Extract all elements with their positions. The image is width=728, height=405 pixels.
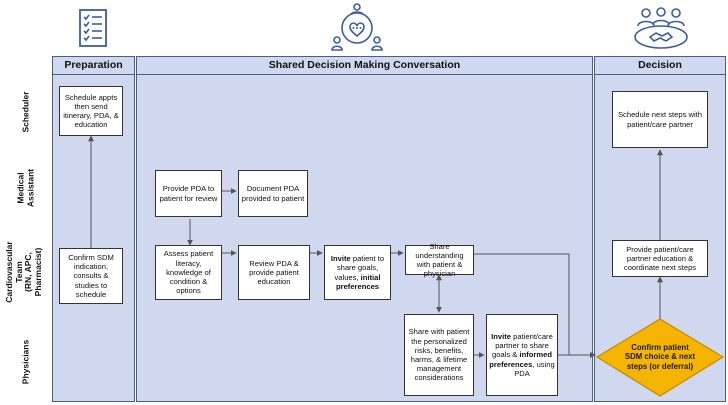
step-invite-partner: Invite patient/care partner to share goa… xyxy=(486,314,558,396)
step-confirm-sdm: Confirm SDM indication, consults & studi… xyxy=(59,248,123,304)
lane-label-cardiovascular-team: Cardiovascular Team (RN, APC, Pharmacist… xyxy=(4,241,43,303)
step-assess-literacy: Assess patient literacy, knowledge of co… xyxy=(155,245,222,300)
step-schedule-appts: Schedule appts then send itinerary, PDA,… xyxy=(59,86,123,136)
phase-title-decision: Decision xyxy=(595,57,725,75)
step-share-risks: Share with patient the personalized risk… xyxy=(404,314,474,396)
shared-heart-icon xyxy=(331,3,383,51)
lane-label-physicians: Physicians xyxy=(20,339,31,385)
phase-title-preparation: Preparation xyxy=(53,57,134,75)
step-review-pda: Review PDA & provide patient education xyxy=(238,245,310,300)
handshake-team-icon xyxy=(634,7,688,49)
lane-label-medical-assistant: Medical Assistant xyxy=(15,168,36,208)
step-provide-education: Provide patient/care partner education &… xyxy=(612,240,708,277)
lane-label-scheduler: Scheduler xyxy=(20,91,31,133)
checklist-icon xyxy=(79,9,107,47)
step-provide-pda: Provide PDA to patient for review xyxy=(155,170,222,217)
step-share-understanding: Share understanding with patient & physi… xyxy=(405,242,474,278)
phase-title-conversation: Shared Decision Making Conversation xyxy=(137,57,592,75)
step-document-pda: Document PDA provided to patient xyxy=(238,170,308,217)
step-invite-goals: Invite patient to share goals, values, i… xyxy=(324,245,391,300)
step-confirm-choice: Confirm patient SDM choice & next steps … xyxy=(624,343,696,371)
step-schedule-next: Schedule next steps with patient/care pa… xyxy=(612,91,708,148)
